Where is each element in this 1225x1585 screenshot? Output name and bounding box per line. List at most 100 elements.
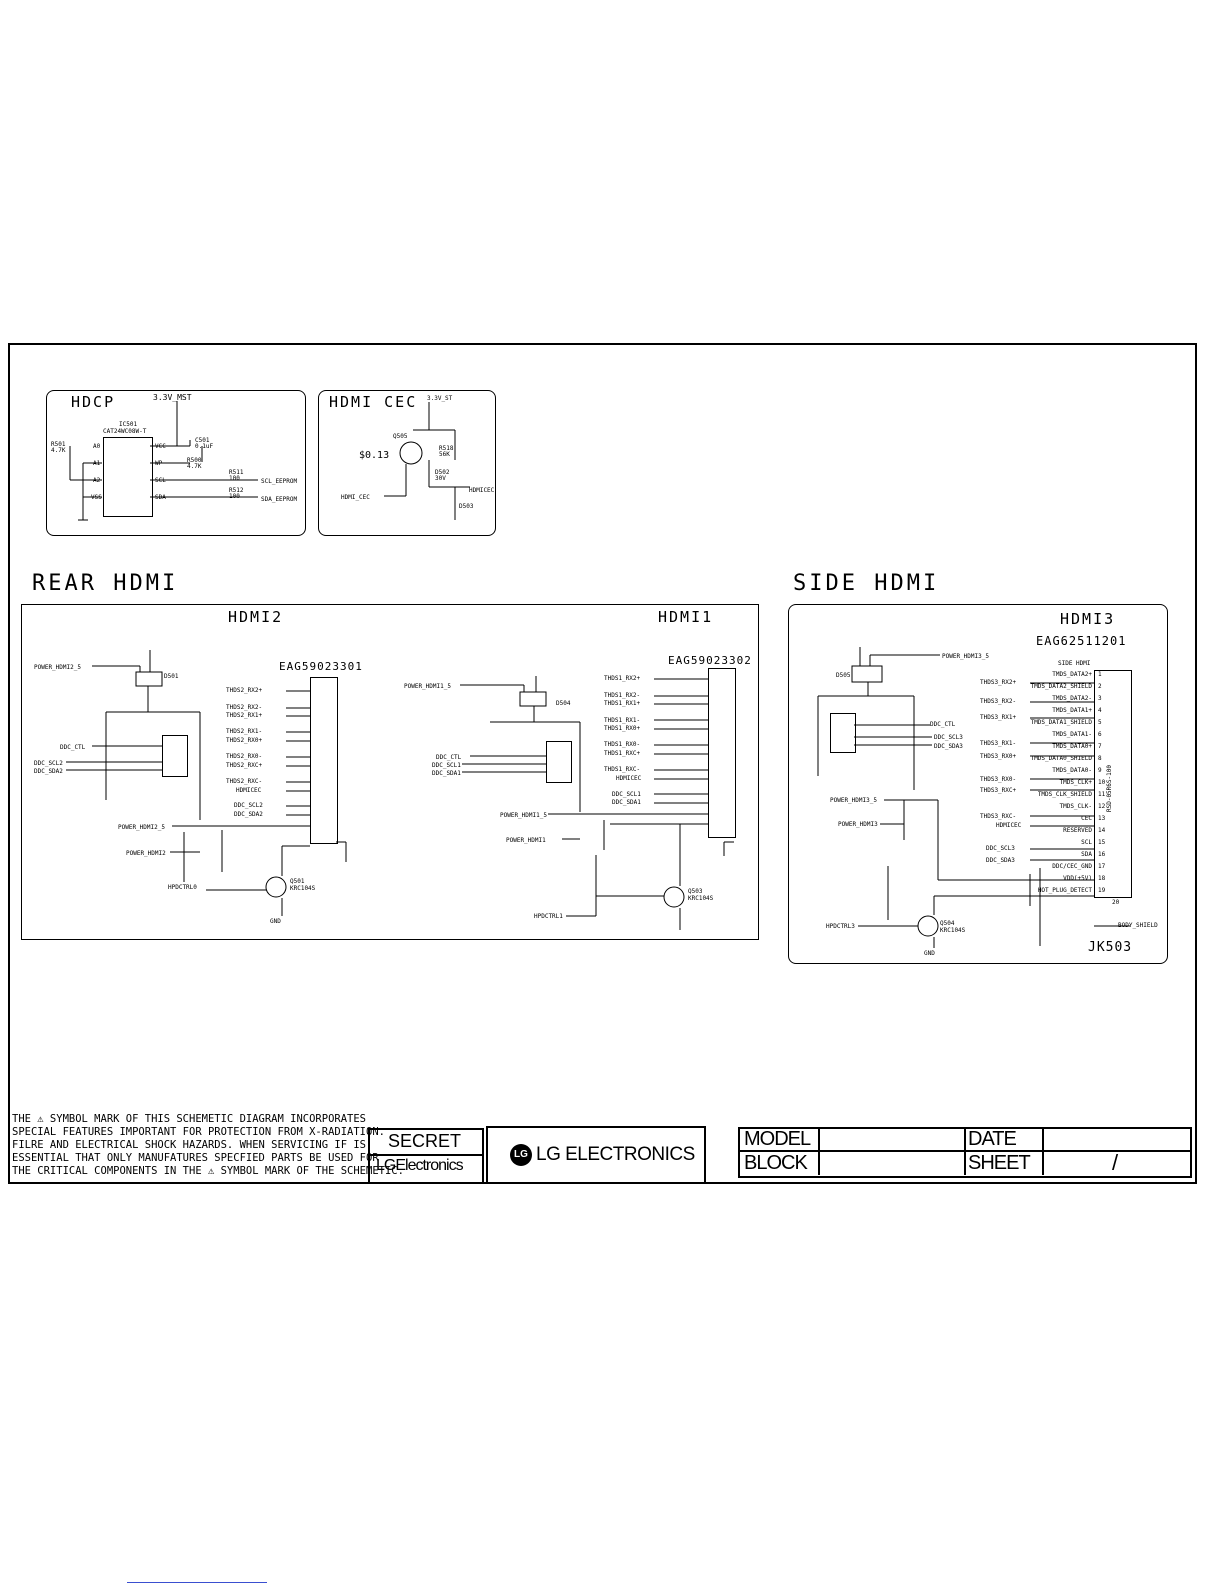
hdmi3-pin-name-14: RESERVED [1063, 827, 1092, 834]
hdmi3-sig-3: THDS3_RX1- [980, 740, 1017, 747]
cec-q-ref: Q505 [393, 433, 408, 440]
hdcp-sda-net: SDA_EEPROM [261, 496, 298, 503]
hdmi1-sig-0: THDS1_RX2+ [604, 675, 641, 682]
hdmi3-pin-name-19: HOT_PLUG_DETECT [1037, 887, 1092, 894]
hdmi2-sig-2: THDS2_RX1+ [226, 712, 263, 719]
hdmi3-signals: THDS3_RX2+ THDS3_RX2- THDS3_RX1+ THDS3_R… [980, 679, 1028, 864]
hdmi3-pin-name-4: TMDS_DATA1+ [1052, 707, 1092, 714]
lg-brand-name: LG ELECTRONICS [536, 1144, 695, 1165]
hdmi3-pin-name-15: SCL [1081, 839, 1092, 846]
hdmi1-part: EAG59023302 [668, 654, 752, 667]
hdcp-r501-ref: R501 [51, 441, 66, 448]
hdmi3-pin-name-20: BODY_SHIELD [1118, 922, 1158, 929]
hdmi3-sig-10: DDC_SDA3 [986, 857, 1015, 864]
hdmi3-power-net3: POWER_HDMI3 [838, 821, 878, 828]
hdmi3-pin-name-12: TMDS_CLK- [1059, 803, 1092, 810]
side-hdmi-title: SIDE HDMI [793, 571, 940, 596]
hdmi2-connector [310, 677, 338, 844]
hdmi3-sig-1: THDS3_RX2- [980, 698, 1017, 705]
hdmi3-pin-name-10: TMDS_CLK+ [1059, 779, 1092, 786]
sheet-label: SHEET [968, 1152, 1031, 1174]
hdcp-r500-ref: R500 [187, 457, 202, 464]
hdcp-r511-val: 100 [229, 475, 240, 482]
hdmi1-q-ref: Q503 [688, 888, 703, 895]
hdmi2-power-net: POWER_HDMI2_5 [34, 664, 81, 671]
hdmi3-pin-num-13: 13 [1098, 815, 1106, 822]
hdmi2-title: HDMI2 [228, 608, 284, 626]
hdmi1-ddc-ctl: DDC_CTL [436, 754, 462, 761]
cec-net-out: HDMICEC [469, 487, 495, 494]
hdmi3-pin-num-11: 11 [1098, 791, 1106, 798]
hdmi3-pin-num-2: 2 [1098, 683, 1102, 690]
hdmi3-sig-9: DDC_SCL3 [986, 845, 1015, 852]
hdmi1-power-net: POWER_HDMI1_5 [404, 683, 451, 690]
hdmi1-d504: D504 [556, 700, 571, 707]
hdmi3-pin-num-8: 8 [1098, 755, 1102, 762]
hdmi3-sig-6: THDS3_RXC+ [980, 787, 1017, 794]
warning-line-1: THE ⚠ SYMBOL MARK OF THIS SCHEMETIC DIAG… [12, 1113, 367, 1125]
rear-hdmi-frame [21, 604, 759, 940]
hdmi1-sig-9: DDC_SCL1 [612, 791, 641, 798]
hdmi3-power-net2: POWER_HDMI3_5 [830, 797, 877, 804]
hdcp-rail-label: 3.3V_MST [153, 393, 192, 402]
cec-price: $0.13 [359, 450, 390, 461]
hdmi3-pin-name-5: TMDS_DATA1_SHIELD [1030, 719, 1092, 726]
hdmi2-sig-5: THDS2_RX0- [226, 753, 263, 760]
cec-r-val: 56K [439, 451, 450, 458]
hdmi3-ddc-ctl: DDC_CTL [930, 721, 956, 728]
hdmi1-sig-7: THDS1_RXC- [604, 766, 641, 773]
hdmi1-connector [708, 668, 736, 838]
hdmi3-q-ref: Q504 [940, 920, 955, 927]
hdcp-r500-val: 4.7K [187, 463, 202, 470]
hdmi3-title: HDMI3 [1060, 610, 1116, 628]
hdmi3-pin-name-6: TMDS_DATA1- [1052, 731, 1092, 738]
hdmi3-pin-name-18: VDD(+5V) [1063, 875, 1092, 882]
hdcp-title: HDCP [71, 393, 116, 411]
hdmi3-pin-num-1: 1 [1098, 671, 1102, 678]
hdmi2-eeprom-chip [162, 735, 188, 777]
hdmi1-sig-4: THDS1_RX0+ [604, 725, 641, 732]
secret-divider [368, 1154, 482, 1156]
hdmi3-pin-num-5: 5 [1098, 719, 1102, 726]
hdmi2-sig-4: THDS2_RX0+ [226, 737, 263, 744]
footer-link-underline[interactable] [127, 1582, 267, 1583]
hdmi3-sig-8: HDMICEC [996, 822, 1022, 829]
hdmi3-pin-num-16: 16 [1098, 851, 1106, 858]
cec-d-ref: D502 [435, 469, 450, 476]
table-vline-1 [818, 1129, 820, 1175]
hdmi3-pin-name-3: TMDS_DATA2- [1052, 695, 1092, 702]
hdmi3-pin-num-18: 18 [1098, 875, 1106, 882]
hdmi3-pin-name-8: TMDS_DATA0_SHIELD [1030, 755, 1092, 762]
hdmi3-pin-name-13: CEC [1081, 815, 1092, 822]
hdmi3-sig-0: THDS3_RX2+ [980, 679, 1017, 686]
cec-box: HDMI CEC 3.3V_ST Q505 $0.13 R518 56K D50… [318, 390, 496, 536]
hdmi2-sig-8: HDMICEC [236, 787, 262, 794]
hdmi2-sig-0: THDS2_RX2+ [226, 687, 263, 694]
hdmi3-pin-name-16: SDA [1081, 851, 1092, 858]
hdmi3-pin-num-12: 12 [1098, 803, 1106, 810]
hdmi1-power-net2: POWER_HDMI1_5 [500, 812, 547, 819]
lg-brand-box [486, 1126, 706, 1184]
hdmi1-signals: THDS1_RX2+ THDS1_RX2- THDS1_RX1+ THDS1_R… [604, 675, 664, 806]
hdmi3-pin-num-19: 19 [1098, 887, 1106, 894]
hdmi1-sig-2: THDS1_RX1+ [604, 700, 641, 707]
hdmi2-gnd: GND [270, 918, 281, 925]
hdmi3-ddc-sda: DDC_SDA3 [934, 743, 963, 750]
lg-small-brand: LGElectronics [376, 1157, 464, 1174]
hdmi2-sig-1: THDS2_RX2- [226, 704, 263, 711]
hdmi3-conn-label: SIDE HDMI [1058, 660, 1091, 667]
hdmi3-pin-name-17: DDC/CEC_GND [1052, 863, 1092, 870]
hdmi1-power-net3: POWER_HDMI1 [506, 837, 546, 844]
hdmi3-pin-num-20: 20 [1112, 899, 1120, 906]
hdmi3-pin-name-2: TMDS_DATA2_SHIELD [1030, 683, 1092, 690]
hdmi2-sig-9: DDC_SCL2 [234, 802, 263, 809]
hdmi1-eeprom-chip [546, 741, 572, 783]
hdmi3-pin-num-7: 7 [1098, 743, 1102, 750]
hdcp-scl-net: SCL_EEPROM [261, 478, 298, 485]
secret-label: SECRET [388, 1131, 462, 1151]
hdcp-pin-a0: A0 [93, 443, 101, 450]
hdmi1-title: HDMI1 [658, 608, 714, 626]
hdmi2-sig-10: DDC_SDA2 [234, 811, 263, 818]
table-vline-2 [964, 1129, 966, 1175]
